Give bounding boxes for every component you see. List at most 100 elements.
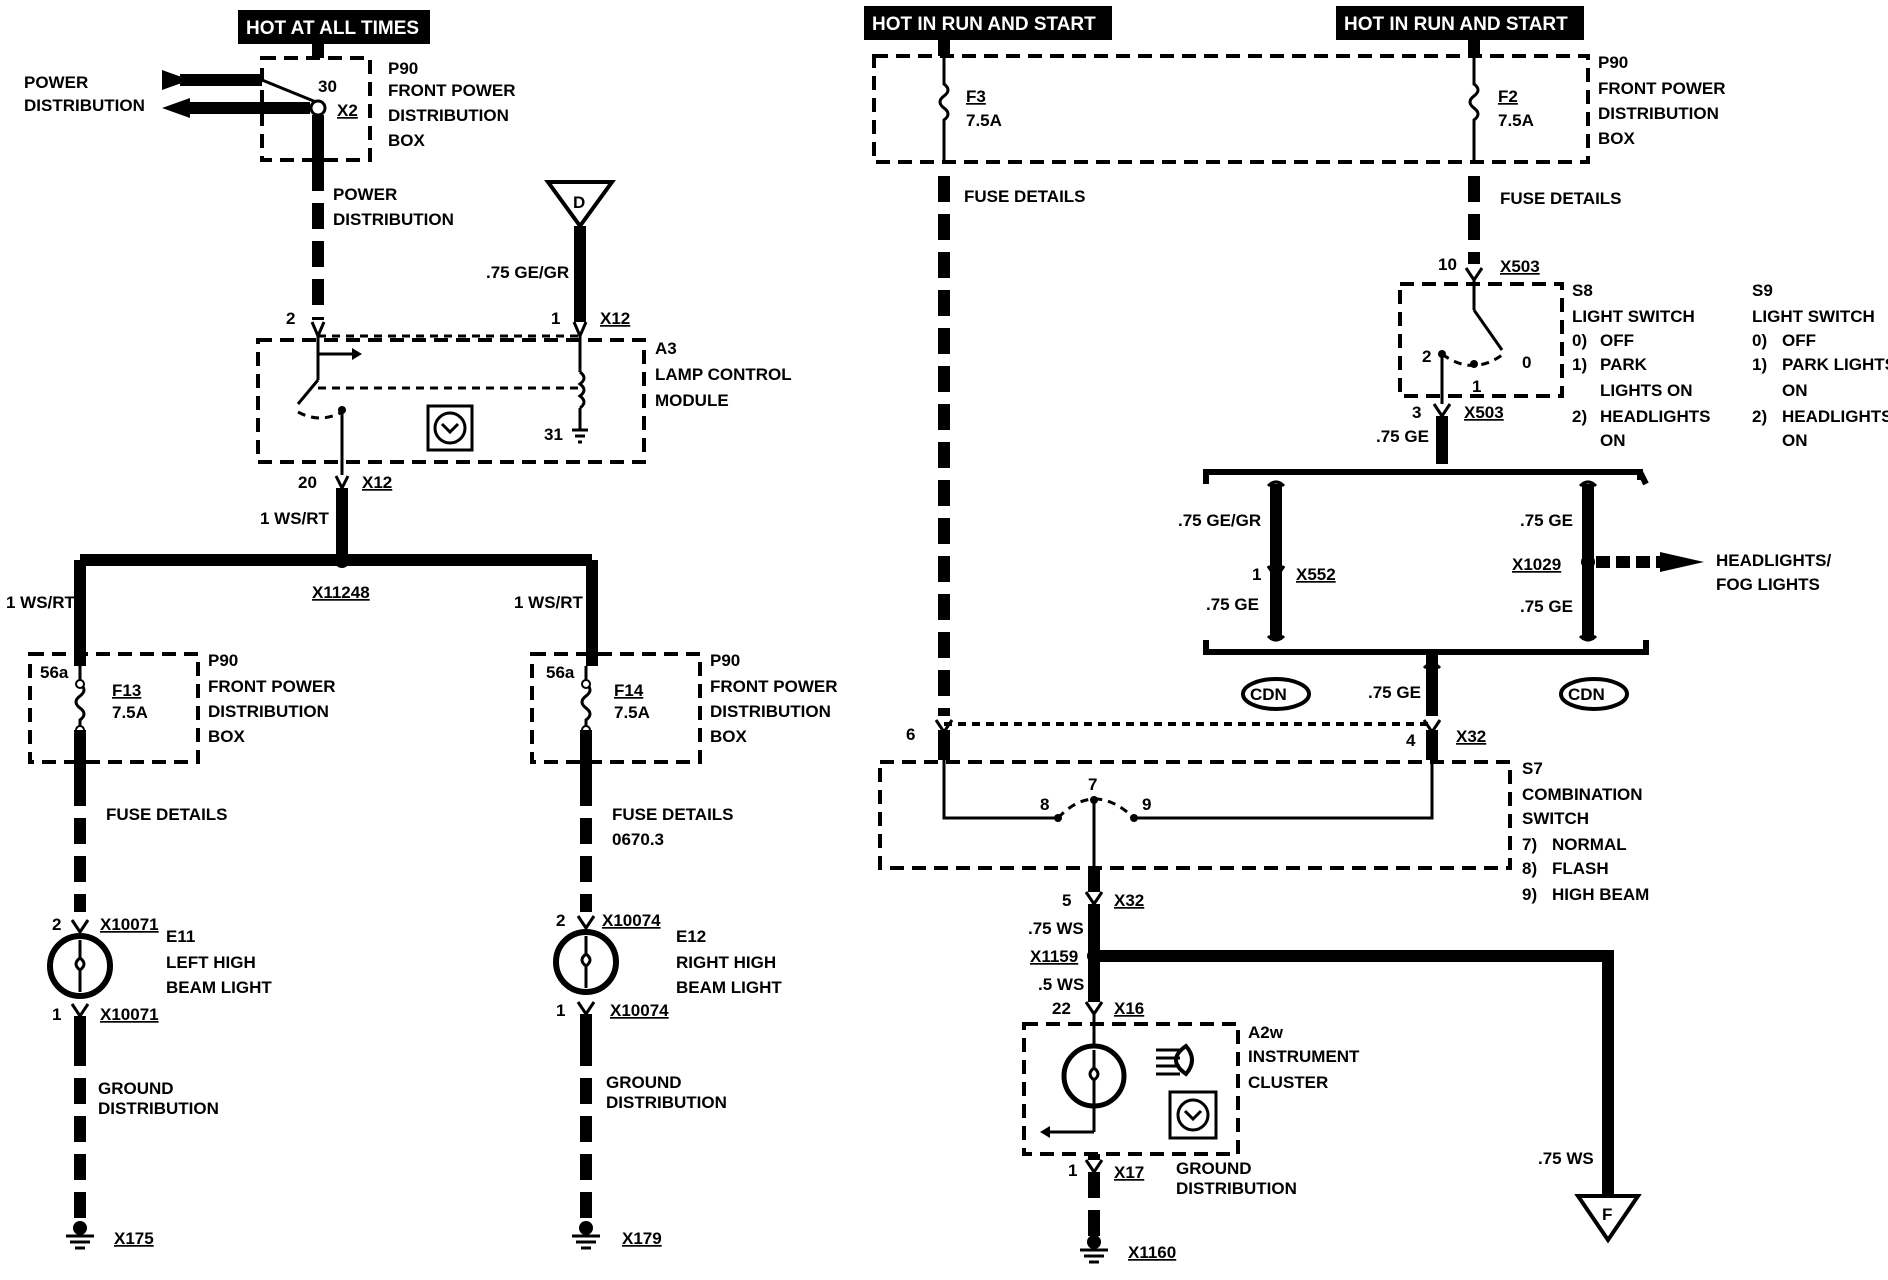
wire-f-label: .75 WS: [1538, 1149, 1594, 1168]
p90-conn-x2: X2: [337, 101, 358, 120]
headlights-ref-line1: HEADLIGHTS/: [1716, 551, 1832, 570]
a2w-connector-top-icon: [1084, 1001, 1104, 1017]
ground-right-icon: [572, 1234, 600, 1250]
a2w-highbeam-rays: [1156, 1048, 1180, 1076]
s9-opt1-text-a: PARK LIGHTS: [1782, 355, 1888, 374]
ground-right-line2: DISTRIBUTION: [606, 1093, 727, 1112]
s8-opt1: 1): [1572, 355, 1587, 374]
f14-fuse-terminal-top: [581, 679, 591, 689]
s7-pin-8: 8: [1040, 795, 1049, 814]
a3-module-box: [256, 338, 646, 464]
wire-ws-rt-main-label: 1 WS/RT: [260, 509, 330, 528]
s8-pos-0: 0: [1522, 353, 1531, 372]
a2w-conn-x16: X16: [1114, 999, 1144, 1018]
splice-x11248-dot: [334, 552, 350, 568]
cdn-left-connector-icon: [1266, 565, 1286, 581]
f3-name: F3: [966, 87, 986, 106]
wire-75ws-label: .75 WS: [1028, 919, 1084, 938]
s9-opt2: 2): [1752, 407, 1767, 426]
power-distribution-label-1: POWER: [24, 73, 88, 92]
s7-line2: SWITCH: [1522, 809, 1589, 828]
s9-opt2-text-b: ON: [1782, 431, 1808, 450]
a2w-box: [1022, 1022, 1240, 1156]
cdn-left-wire-bottom: .75 GE: [1206, 595, 1259, 614]
s8-pin-top: 10: [1438, 255, 1457, 274]
a3-connector-bottom-icon: [334, 475, 350, 492]
offpage-d-label: D: [573, 193, 585, 212]
f14-box-line3: BOX: [710, 727, 748, 746]
fuse-details-f3-label: FUSE DETAILS: [964, 187, 1086, 206]
p90-terminal-30: [309, 99, 327, 117]
a2w-pin-bottom: 1: [1068, 1161, 1077, 1180]
fuse-details-right-label-2: 0670.3: [612, 830, 664, 849]
e12-filament-icon: [580, 936, 592, 988]
s9-name: S9: [1752, 281, 1773, 300]
ground-a2w-icon: [1080, 1248, 1108, 1264]
e12-connector-top-icon: [576, 915, 596, 931]
wire-power-distribution-label-1: POWER: [333, 185, 397, 204]
p90-top-left-line2: DISTRIBUTION: [388, 106, 509, 125]
s7-switch-arc: [1056, 797, 1136, 820]
e11-connector-bottom-icon: [70, 1003, 90, 1019]
s8-switch-box: [1398, 282, 1564, 398]
a3-relay-arrow-icon: [352, 348, 362, 360]
ground-left-conn: X175: [114, 1229, 154, 1248]
e12-line1: RIGHT HIGH: [676, 953, 776, 972]
s8-opt2-text-b: ON: [1600, 431, 1626, 450]
ground-right-conn: X179: [622, 1229, 662, 1248]
e12-connector-bottom-icon: [576, 1001, 596, 1017]
p90-top-left-line1: FRONT POWER: [388, 81, 516, 100]
a3-name: A3: [655, 339, 677, 358]
wire-power-distribution-label-2: DISTRIBUTION: [333, 210, 454, 229]
header-hot-run-start-mid-box: [864, 6, 1112, 40]
p90-top-left-line3: BOX: [388, 131, 426, 150]
f13-box-line2: DISTRIBUTION: [208, 702, 329, 721]
a3-connector-left-icon: [310, 321, 326, 340]
a3-pin-20: 20: [298, 473, 317, 492]
header-hot-run-start-right-box: [1336, 6, 1584, 40]
wire-ge-s7-label: .75 GE: [1368, 683, 1421, 702]
ground-a2w-conn: X1160: [1128, 1243, 1176, 1262]
a2w-highbeam-icon: [1174, 1043, 1194, 1077]
a2w-module-lamp-icon: [1176, 1098, 1210, 1132]
p90-top-right-box: [872, 54, 1590, 164]
a3-line2: MODULE: [655, 391, 729, 410]
f13-rating: 7.5A: [112, 703, 148, 722]
f14-box-line2: DISTRIBUTION: [710, 702, 831, 721]
cdn-left-conn: X552: [1296, 565, 1336, 584]
s7-switch-box: [878, 760, 1512, 870]
cdn-left-pin: 1: [1252, 565, 1261, 584]
a2w-ground-line1: GROUND: [1176, 1159, 1252, 1178]
s7-opt9: 9): [1522, 885, 1537, 904]
s8-opt0-text: OFF: [1600, 331, 1634, 350]
e12-pin-bottom: 1: [556, 1001, 565, 1020]
a3-pin-31: 31: [544, 425, 563, 444]
cdn-top-bus-right-end: [1637, 470, 1649, 486]
a3-connector-right-icon: [572, 321, 588, 340]
s9-opt1-text-b: ON: [1782, 381, 1808, 400]
cdn-left-wire-top: .75 GE/GR: [1178, 511, 1261, 530]
f14-box-name: P90: [710, 651, 740, 670]
a2w-filament-icon: [1088, 1050, 1100, 1104]
s8-opt1-text-a: PARK: [1600, 355, 1648, 374]
wire-to-offpage-f: [1094, 950, 1614, 1196]
cdn-left-breaks: [1266, 480, 1286, 642]
s8-opt2: 2): [1572, 407, 1587, 426]
s7-pin-5: 5: [1062, 891, 1071, 910]
f14-rating: 7.5A: [614, 703, 650, 722]
f14-box-line1: FRONT POWER: [710, 677, 838, 696]
offpage-d-icon: [544, 180, 616, 230]
f14-pin: 56a: [546, 663, 575, 682]
offpage-f-icon: [1574, 1194, 1642, 1244]
f13-box-line1: FRONT POWER: [208, 677, 336, 696]
s7-conn: X32: [1456, 727, 1486, 746]
s7-internal-left: [942, 760, 1056, 820]
splice-x1159-label: X1159: [1030, 947, 1078, 966]
s7-connector-5-icon: [1084, 891, 1104, 907]
a2w-conn-bottom: X17: [1114, 1163, 1144, 1182]
s9-opt0-text: OFF: [1782, 331, 1816, 350]
ground-left-line2: DISTRIBUTION: [98, 1099, 219, 1118]
cdn-top-bus-left: [1203, 469, 1446, 484]
f3-fuse-icon: [938, 56, 950, 162]
p90-pin-30: 30: [318, 77, 337, 96]
